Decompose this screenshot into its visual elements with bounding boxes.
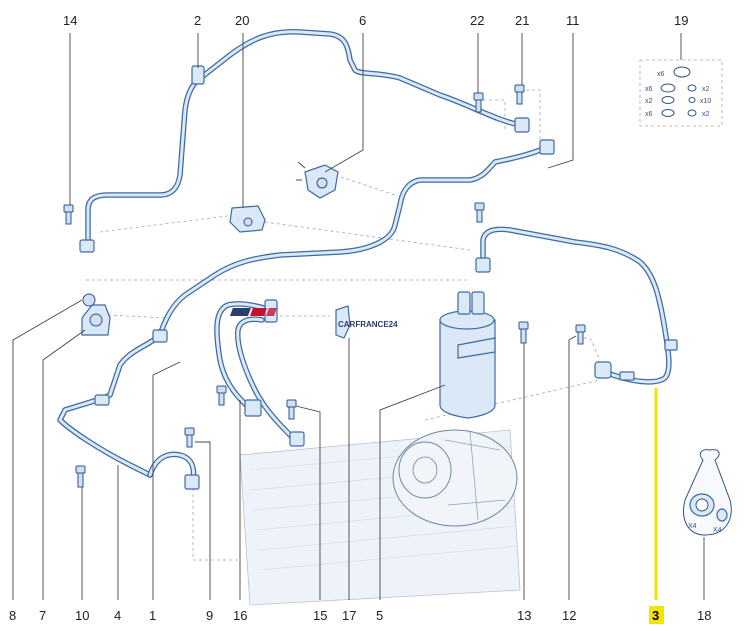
pipe-9 (147, 451, 197, 483)
callout-numbers: 14 2 20 6 22 21 11 19 8 7 10 4 1 9 16 15… (9, 13, 711, 624)
bolt-9 (184, 427, 195, 448)
callout-1: 1 (149, 608, 156, 623)
callout-19: 19 (674, 13, 688, 28)
pipe-joints (79, 65, 678, 490)
part-18-bag: X4 X4 (683, 449, 732, 536)
valve-17 (335, 305, 351, 339)
callout-3-highlight (649, 606, 664, 624)
callout-10: 10 (75, 608, 89, 623)
bracket-20 (229, 205, 266, 233)
bolts (63, 84, 586, 488)
seal-kit-qty-2: x6 (645, 86, 653, 93)
callout-9: 9 (206, 608, 213, 623)
callout-5: 5 (376, 608, 383, 623)
callout-21: 21 (515, 13, 529, 28)
logo-text: CARFRANCE24 (338, 320, 398, 329)
callout-14: 14 (63, 13, 77, 28)
seal-kit-qty-7: x2 (702, 111, 710, 118)
pipe-2 (85, 29, 523, 248)
carfrance24-logo: CARFRANCE24 (229, 308, 398, 329)
callout-20: 20 (235, 13, 249, 28)
bolt-15 (286, 399, 297, 420)
callout-18: 18 (697, 608, 711, 623)
bolt-21 (514, 84, 525, 105)
compressor (392, 429, 518, 527)
callout-11: 11 (566, 13, 580, 28)
seal-kit-qty-1: x6 (657, 71, 665, 78)
bolt-16 (216, 385, 227, 406)
bolt-11 (474, 202, 485, 223)
seal-kit-qty-5: x10 (700, 98, 711, 105)
part18-qty-2: X4 (713, 527, 722, 534)
bolt-14 (63, 204, 74, 225)
pipe-1 (57, 145, 548, 478)
callout-8: 8 (9, 608, 16, 623)
callout-6: 6 (359, 13, 366, 28)
callout-17: 17 (342, 608, 356, 623)
seal-kit-qty-3: x2 (702, 86, 710, 93)
seal-kit-qty-6: x6 (645, 111, 653, 118)
bolt-22 (473, 92, 484, 113)
callout-13: 13 (517, 608, 531, 623)
leader-lines (12, 33, 705, 600)
clamp-7 (81, 304, 111, 336)
seal-kit-qty-4: x2 (645, 98, 653, 105)
receiver-drier-5 (439, 291, 496, 419)
seal-kit-19: x6 x6 x2 x2 x10 x6 x2 (639, 59, 723, 127)
callout-15: 15 (313, 608, 327, 623)
bolt-12 (575, 324, 586, 345)
callout-7: 7 (39, 608, 46, 623)
pipe-3 (480, 226, 672, 385)
bolt-13 (518, 321, 529, 344)
nut-8 (82, 293, 96, 307)
pipe-16 (214, 301, 298, 443)
callout-4: 4 (114, 608, 121, 623)
part18-qty-1: X4 (688, 523, 697, 530)
callout-2: 2 (194, 13, 201, 28)
callout-3: 3 (652, 608, 659, 623)
callout-22: 22 (470, 13, 484, 28)
bolt-10 (75, 465, 86, 488)
pressure-switch-6 (296, 161, 339, 199)
callout-16: 16 (233, 608, 247, 623)
callout-12: 12 (562, 608, 576, 623)
